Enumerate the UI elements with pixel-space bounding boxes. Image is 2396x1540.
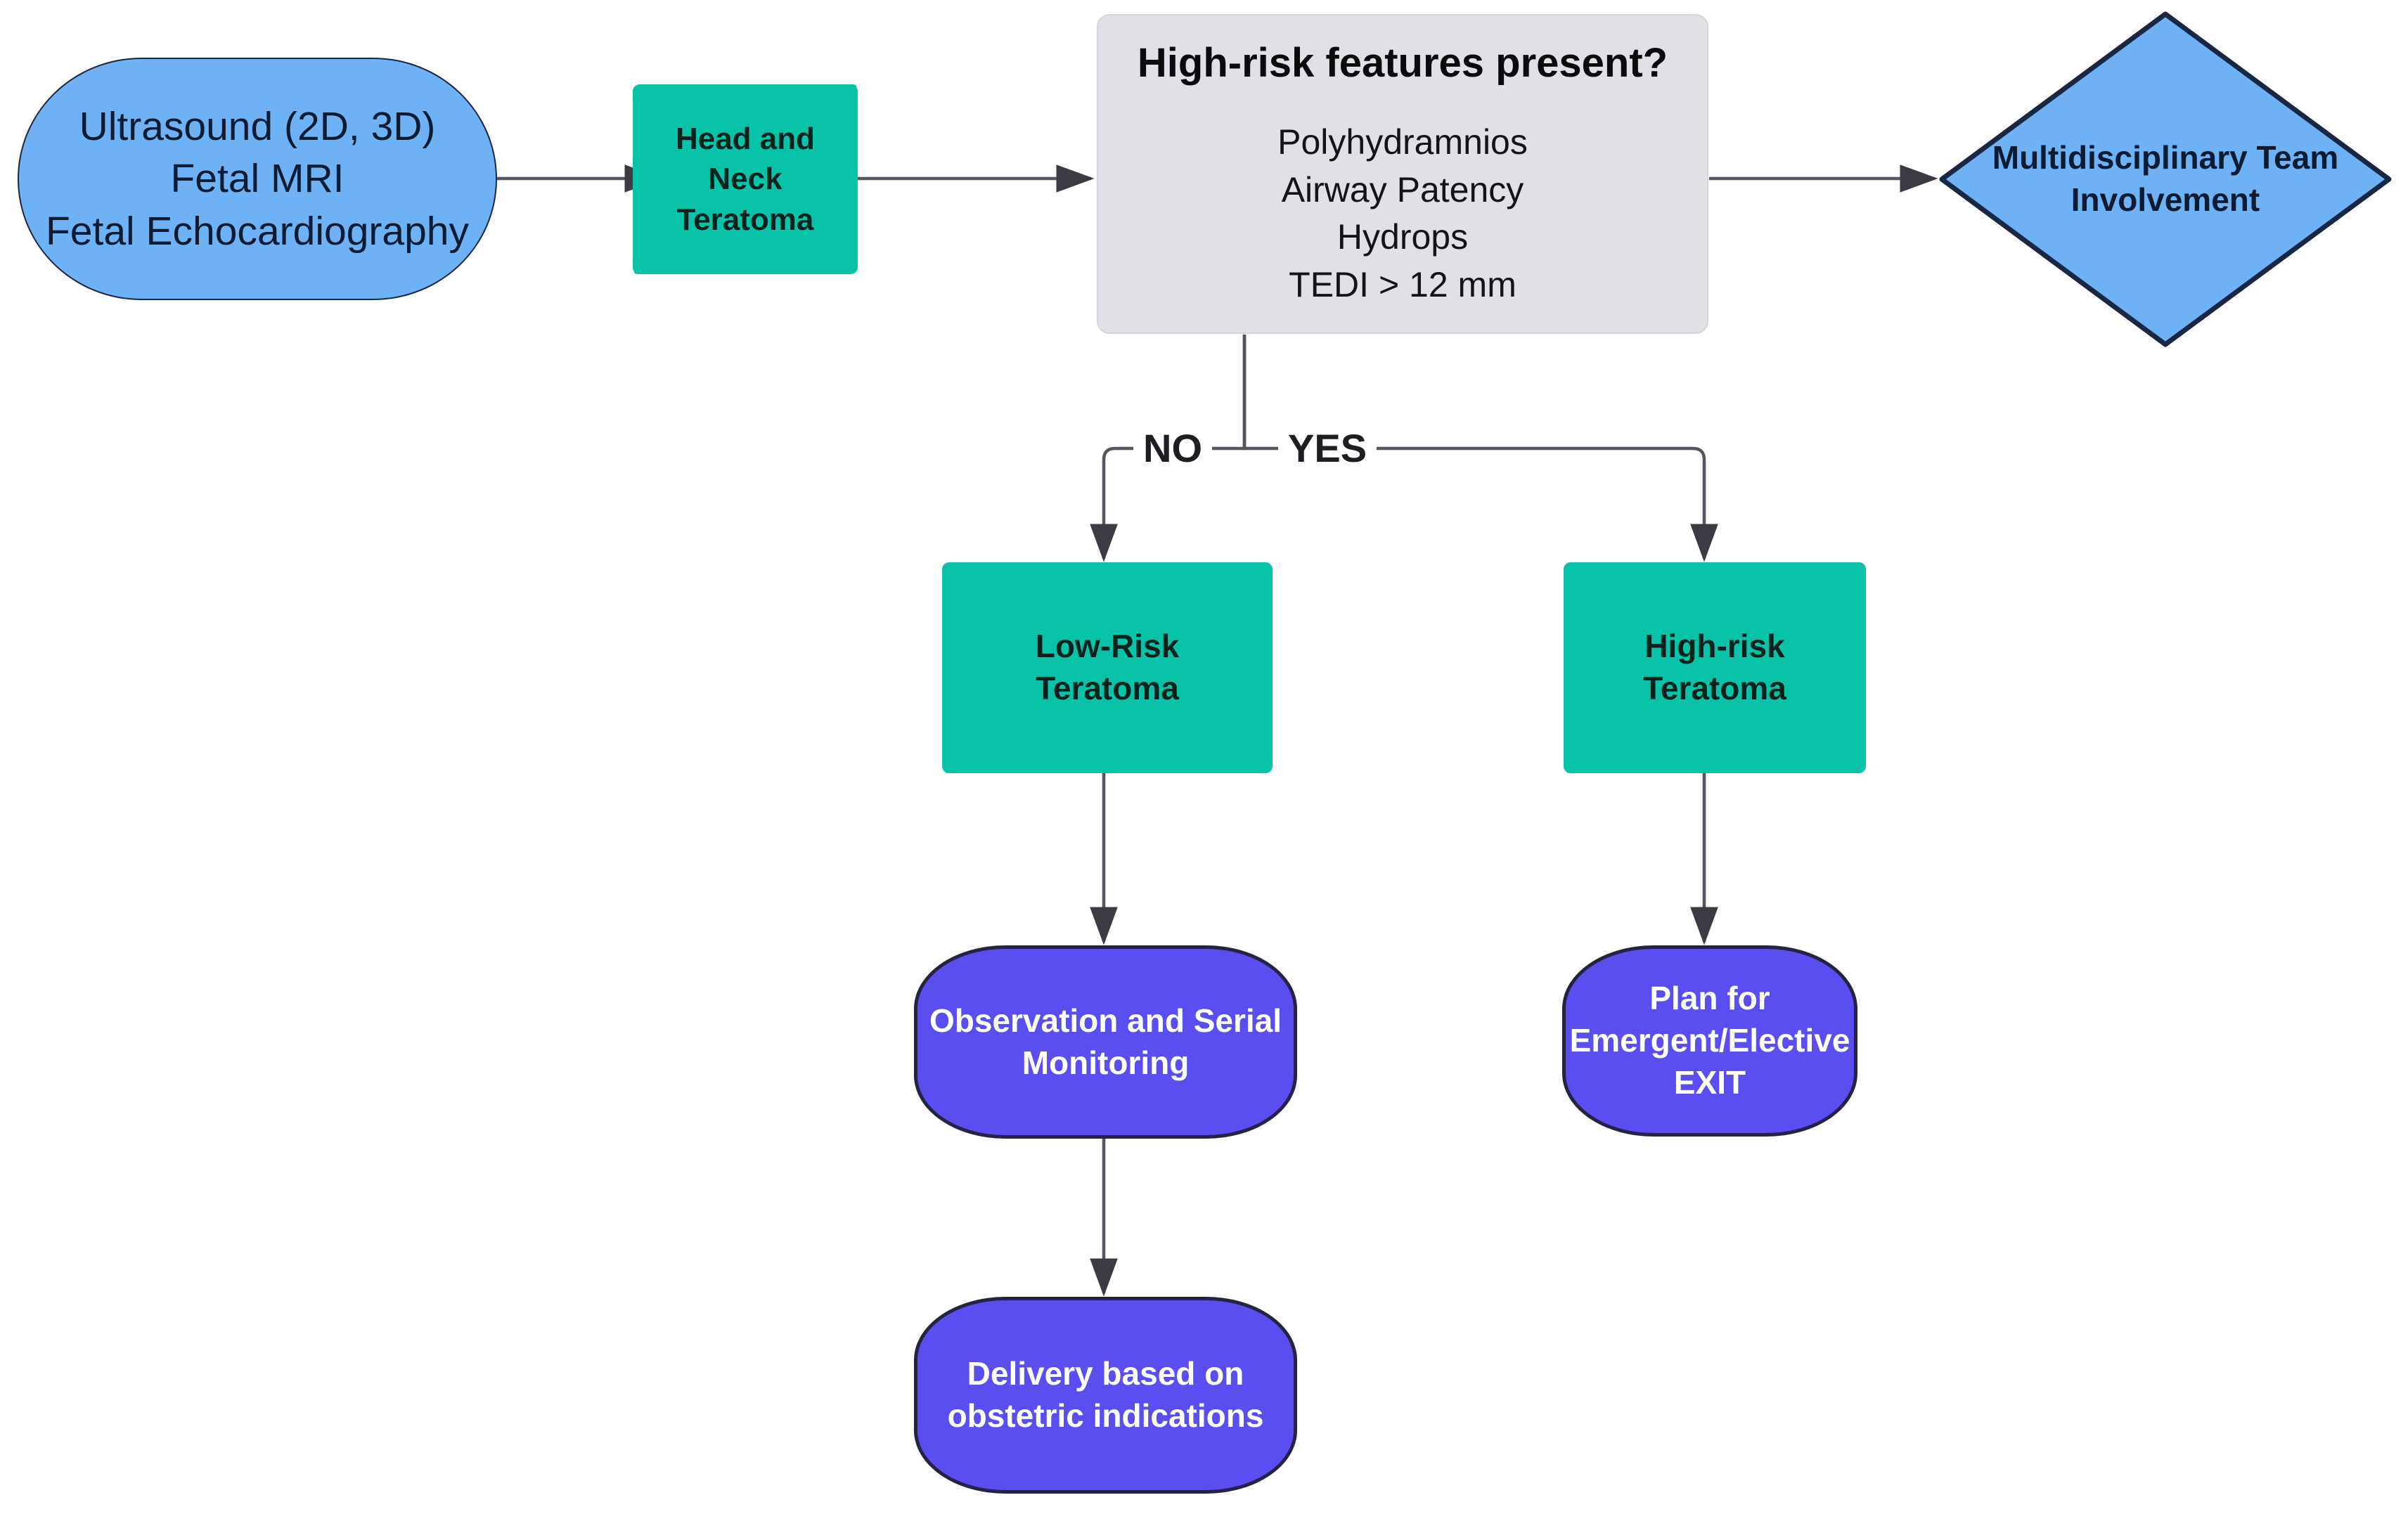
node-high-risk-label: High-risk Teratoma xyxy=(1643,628,1786,706)
node-observation-label: Observation and Serial Monitoring xyxy=(929,1002,1282,1081)
node-mdt-label: Multidisciplinary Team Involvement xyxy=(1992,139,2339,218)
node-observation[interactable]: Observation and Serial Monitoring xyxy=(914,945,1297,1139)
node-imaging-label: Ultrasound (2D, 3D) Fetal MRI Fetal Echo… xyxy=(45,104,469,254)
edge-label-no: NO xyxy=(1133,429,1212,468)
node-imaging[interactable]: Ultrasound (2D, 3D) Fetal MRI Fetal Echo… xyxy=(18,58,497,300)
node-exit-plan-label: Plan for Emergent/Elective EXIT xyxy=(1569,980,1850,1101)
node-decision-features: Polyhydramnios Airway Patency Hydrops TE… xyxy=(1277,122,1528,304)
edge-label-yes: YES xyxy=(1278,429,1377,468)
node-delivery-label: Delivery based on obstetric indications xyxy=(947,1355,1264,1434)
node-exit-plan[interactable]: Plan for Emergent/Elective EXIT xyxy=(1562,945,1857,1137)
parallelogram-shape-diagnosis xyxy=(633,84,857,274)
node-low-risk-label: Low-Risk Teratoma xyxy=(1035,628,1180,706)
parallelogram-shape-low-risk xyxy=(944,562,1270,773)
node-diagnosis-label: Head and Neck Teratoma xyxy=(675,122,816,237)
parallelogram-shape-high-risk xyxy=(1566,562,1864,773)
diamond-shape-mdt xyxy=(1939,11,2392,347)
node-diagnosis[interactable]: Head and Neck Teratoma xyxy=(633,84,858,274)
node-decision-title: High-risk features present? xyxy=(1137,40,1668,86)
node-decision[interactable]: High-risk features present? Polyhydramni… xyxy=(1097,14,1708,334)
node-mdt[interactable]: Multidisciplinary Team Involvement xyxy=(1938,10,2393,349)
node-low-risk[interactable]: Low-Risk Teratoma xyxy=(942,562,1273,773)
node-high-risk[interactable]: High-risk Teratoma xyxy=(1564,562,1866,773)
node-delivery[interactable]: Delivery based on obstetric indications xyxy=(914,1297,1297,1494)
